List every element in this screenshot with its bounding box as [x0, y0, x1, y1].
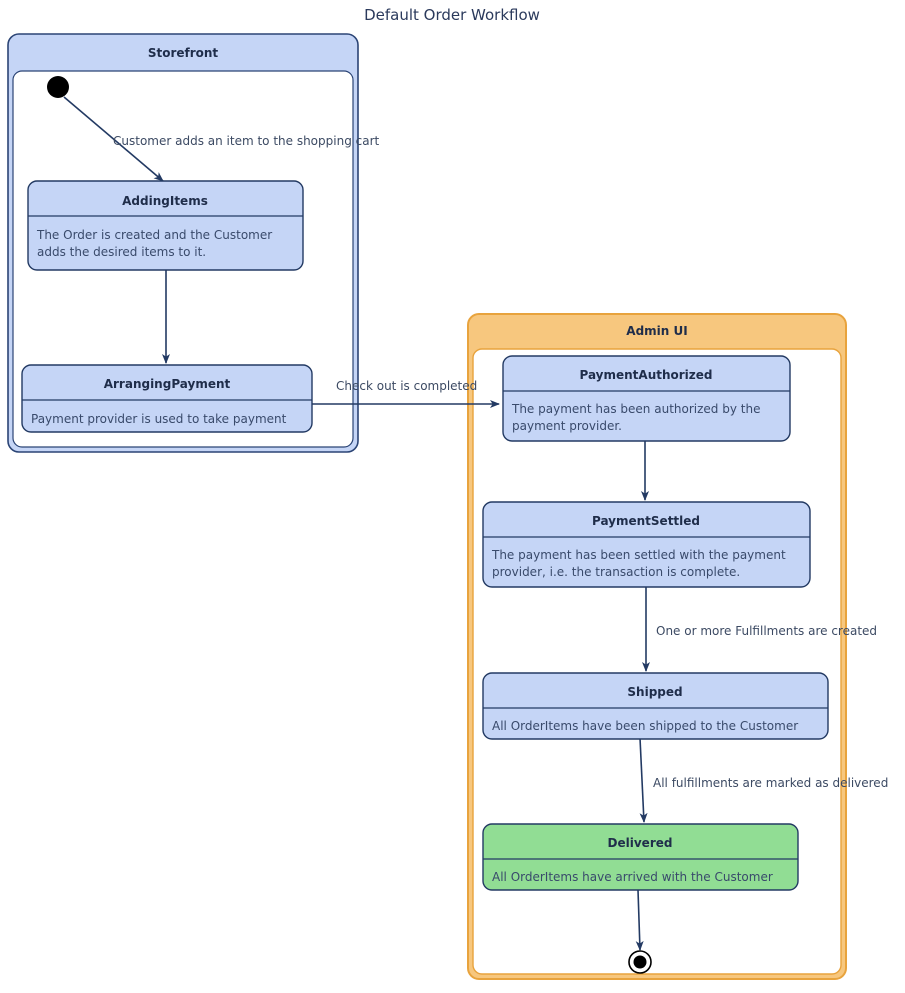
page-title: Default Order Workflow	[364, 6, 540, 24]
state-delivered-box	[482, 823, 799, 891]
state-adding-items-desc-line-2: adds the desired items to it.	[37, 245, 206, 259]
state-payment-authorized-desc-line-2: payment provider.	[512, 419, 622, 433]
transition-delivered-to-end-line	[635, 889, 644, 951]
transition-start-to-adding-items-label: Customer adds an item to the shopping ca…	[113, 134, 380, 148]
transition-start-to-adding-items-line	[63, 96, 164, 182]
state-payment-settled-desc-line-2: provider, i.e. the transaction is comple…	[492, 565, 740, 579]
transition-payment-settled-to-shipped: One or more Fulfillments are created	[642, 586, 877, 672]
state-shipped-title: Shipped	[627, 685, 682, 699]
final-state-node[interactable]	[628, 950, 652, 974]
state-arranging-payment-desc-line-1: Payment provider is used to take payment	[31, 412, 287, 426]
state-delivered-title: Delivered	[608, 836, 673, 850]
state-arranging-payment-box	[21, 364, 313, 433]
state-payment-settled-box	[482, 501, 811, 588]
state-adding-items[interactable]: AddingItems The Order is created and the…	[27, 180, 304, 271]
state-payment-authorized-title: PaymentAuthorized	[579, 368, 712, 382]
state-shipped-desc-line-1: All OrderItems have been shipped to the …	[492, 719, 798, 733]
state-adding-items-desc-line-1: The Order is created and the Customer	[36, 228, 272, 242]
state-arranging-payment-title: ArrangingPayment	[104, 377, 231, 391]
final-state-inner-dot	[633, 955, 647, 969]
composite-storefront-label: Storefront	[148, 46, 219, 60]
state-arranging-payment[interactable]: ArrangingPayment Payment provider is use…	[21, 364, 313, 433]
initial-state-node[interactable]	[47, 76, 69, 98]
state-adding-items-title: AddingItems	[122, 194, 208, 208]
state-shipped-box	[482, 672, 829, 740]
transition-start-to-adding-items: Customer adds an item to the shopping ca…	[63, 96, 380, 182]
transition-shipped-to-delivered: All fulfillments are marked as delivered	[639, 737, 888, 823]
state-payment-settled-title: PaymentSettled	[592, 514, 700, 528]
transition-shipped-to-delivered-line	[639, 737, 648, 823]
state-shipped[interactable]: Shipped All OrderItems have been shipped…	[482, 672, 829, 740]
transition-payment-settled-to-shipped-label: One or more Fulfillments are created	[656, 624, 877, 638]
transition-delivered-to-end	[635, 889, 644, 951]
state-payment-authorized-desc-line-1: The payment has been authorized by the	[511, 402, 760, 416]
transition-arranging-payment-to-payment-authorized: Check out is completed	[311, 379, 500, 408]
state-delivered-desc-line-1: All OrderItems have arrived with the Cus…	[492, 870, 773, 884]
state-payment-settled[interactable]: PaymentSettled The payment has been sett…	[482, 501, 811, 588]
state-adding-items-box	[27, 180, 304, 271]
state-payment-settled-desc-line-1: The payment has been settled with the pa…	[491, 548, 786, 562]
state-payment-authorized-box	[502, 355, 791, 442]
state-payment-authorized[interactable]: PaymentAuthorized The payment has been a…	[502, 355, 791, 442]
composite-admin-ui-label: Admin UI	[626, 324, 687, 338]
transition-shipped-to-delivered-label: All fulfillments are marked as delivered	[653, 776, 888, 790]
state-delivered[interactable]: Delivered All OrderItems have arrived wi…	[482, 823, 799, 891]
transition-arranging-payment-to-payment-authorized-label: Check out is completed	[336, 379, 477, 393]
